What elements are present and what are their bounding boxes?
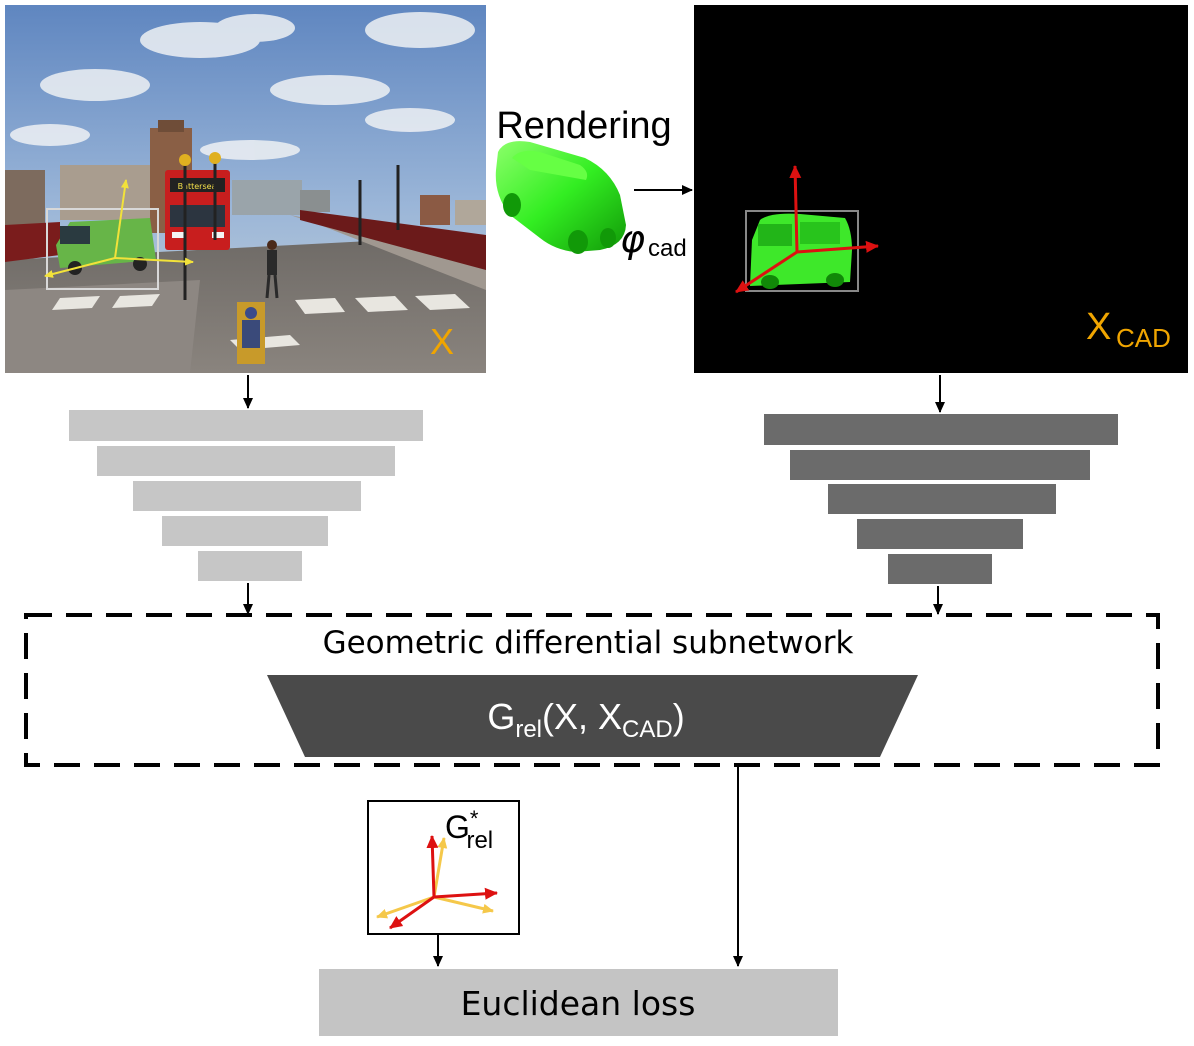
gt-red-axes [389,835,498,930]
subnetwork-trapezoid [267,675,918,757]
clouds [10,12,475,160]
encoder-right [764,414,1118,584]
loss-label: Euclidean loss [461,984,696,1023]
lamp-posts [183,160,400,300]
gt-label: G*rel [445,806,493,854]
func-main: G [487,696,515,737]
photo-label: X [430,321,454,362]
green-van [56,218,156,275]
loss-box: Euclidean loss [319,969,838,1036]
left-pavement [5,280,200,373]
zebra-crossing [52,294,470,350]
cad-model [495,141,626,254]
subnetwork-function: Grel(X, XCAD) [487,696,684,743]
lamp-globe [209,152,221,164]
input-photo: Battersea [5,5,486,373]
gt-yellow-axes [376,837,494,919]
func-args-open: (X, X [542,696,622,737]
pedestrian [265,240,279,299]
subnetwork-dashed-box [24,613,1160,767]
render-label-sub: CAD [1116,323,1171,353]
bus-destination-sign: Battersea [178,182,217,191]
photo-pose-axes [44,179,194,278]
phi-subscript: cad [648,235,687,262]
red-bus: Battersea [165,170,230,250]
func-args-sub: CAD [622,716,673,743]
rendered-car [750,213,852,289]
encoder-left-layer-2 [97,446,395,476]
encoder-left [69,410,423,581]
render-label-main: X [1086,306,1111,348]
ground-truth-box: G*rel [367,800,520,935]
phi-symbol: φ [620,217,645,261]
subnetwork-title: Geometric differential subnetwork [323,625,854,661]
render-label: X CAD [1086,306,1171,353]
gt-label-sup: * [470,806,479,831]
encoder-left-layer-4 [162,516,328,546]
func-sub: rel [515,716,542,743]
rendering-label: Rendering [496,105,671,147]
encoder-left-layer-1 [69,410,423,441]
render-bounding-box [745,210,859,292]
gt-label-sub: rel [466,827,493,854]
func-args-close: ) [673,696,685,737]
encoder-right-layer-2 [790,450,1090,480]
gt-label-main: G [445,809,470,845]
encoder-right-layer-4 [857,519,1023,549]
detection-bounding-box [46,208,159,290]
bollard [237,302,265,364]
subnetwork: Geometric differential subnetwork Grel(X… [24,613,1160,767]
encoder-right-layer-1 [764,414,1118,445]
rendered-cad-panel: X CAD [694,5,1188,373]
encoder-left-layer-3 [133,481,361,511]
encoder-left-layer-5 [198,551,302,581]
encoder-right-layer-3 [828,484,1056,514]
phi-cad-label: φ cad [620,217,687,262]
lamp-globe [179,154,191,166]
render-pose-axes [735,165,879,294]
encoder-right-layer-5 [888,554,992,584]
